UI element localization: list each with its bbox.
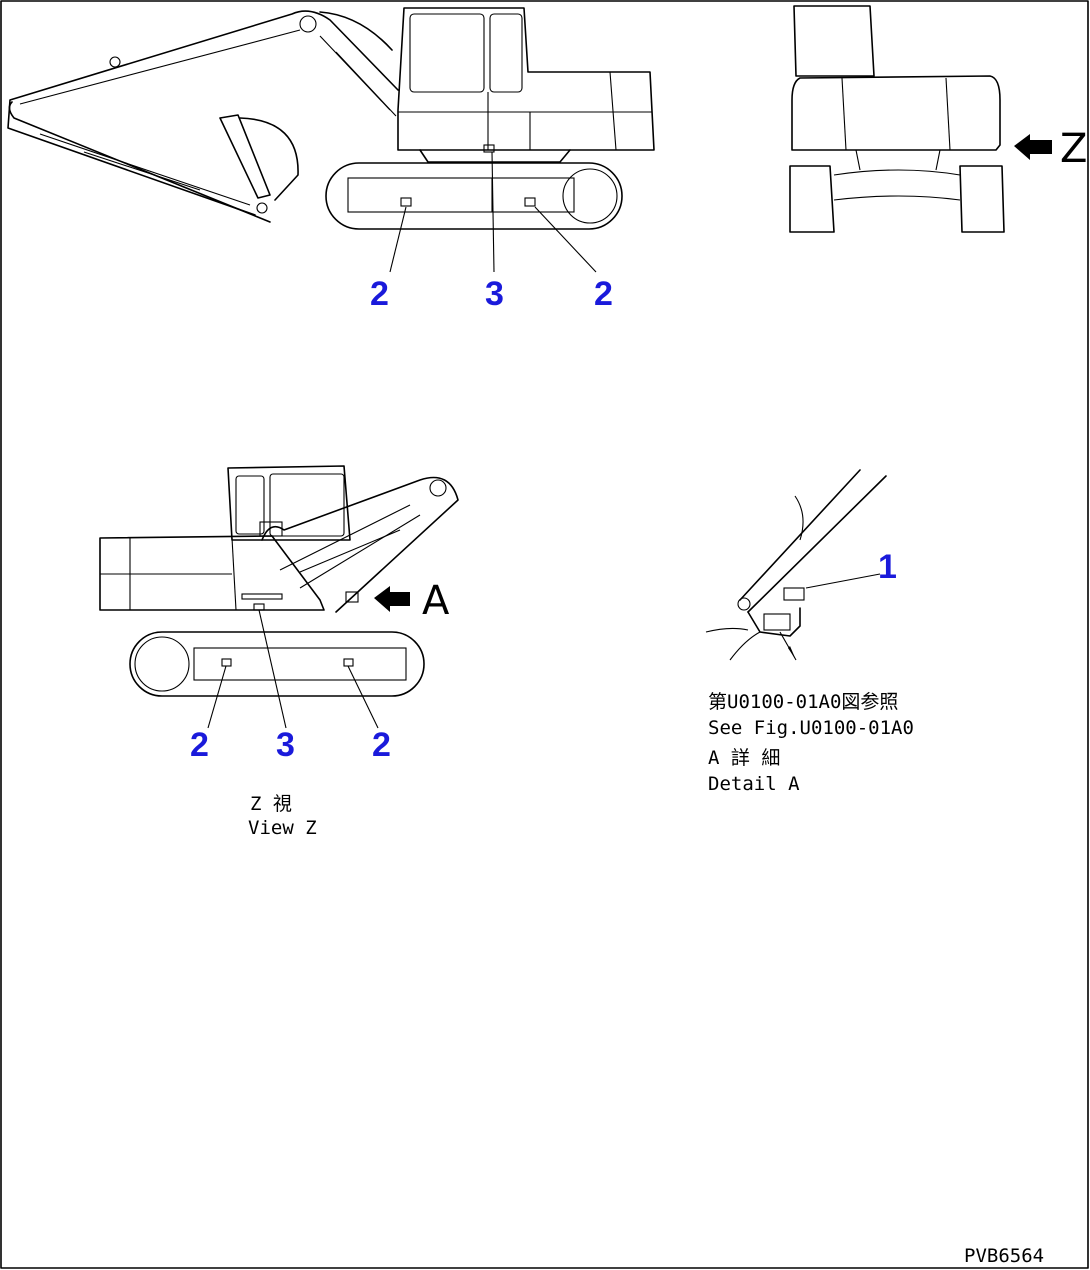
label-marker-2 (343, 658, 354, 667)
label-marker-3 (483, 144, 495, 153)
callout-3: 3 (485, 275, 504, 313)
callout-2: 2 (370, 275, 389, 313)
callout-2: 2 (372, 726, 391, 764)
label-marker-2 (524, 197, 536, 207)
label-marker-2 (400, 197, 412, 207)
callout-3: 3 (276, 726, 295, 764)
callout-1: 1 (878, 548, 897, 586)
excavator-view-z (99, 465, 459, 729)
detail-ref-en: See Fig.U0100-01A0 (708, 717, 914, 739)
drawing-code: PVB6564 (964, 1245, 1044, 1267)
detail-ref-jp: 第U0100-01A0図参照 (708, 691, 898, 713)
excavator-rear-view (789, 5, 1005, 233)
detail-a-caption-jp: A 詳 細 (708, 747, 780, 769)
detail-a-caption-en: Detail A (708, 773, 800, 795)
view-z-caption-jp: Z 視 (250, 793, 292, 815)
view-z-arrow-icon (1014, 134, 1052, 160)
view-z-label: Z (1060, 126, 1087, 172)
detail-a-label: A (422, 578, 450, 624)
detail-a-drawing (705, 469, 887, 661)
label-marker-3 (253, 603, 265, 611)
detail-a-arrow-icon (374, 586, 410, 612)
label-marker-2 (221, 658, 232, 667)
callout-2: 2 (594, 275, 613, 313)
view-z-caption-en: View Z (248, 817, 317, 839)
callout-2: 2 (190, 726, 209, 764)
label-marker-1 (783, 587, 805, 601)
excavator-side-view (7, 7, 655, 273)
